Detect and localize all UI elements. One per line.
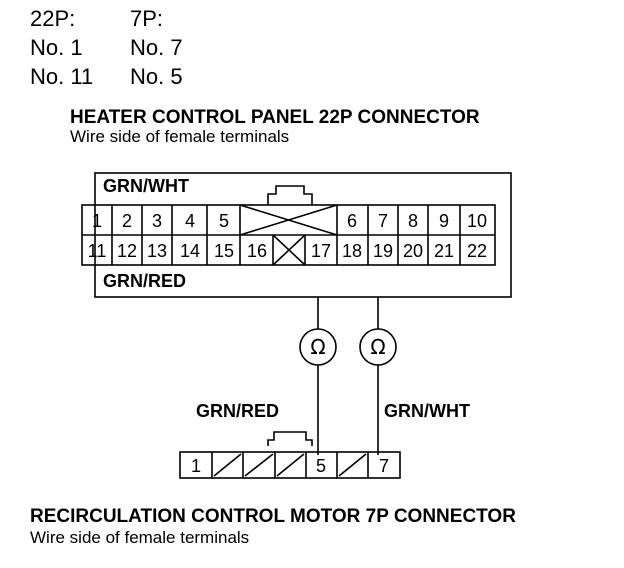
motor-connector-body xyxy=(179,451,401,479)
panel-pin: 16 xyxy=(247,241,267,261)
meter-label-grn-wht: GRN/WHT xyxy=(384,401,470,421)
table-header-22p: 22P: xyxy=(30,6,76,31)
table-cell-22p-row1: No. 1 xyxy=(30,35,83,60)
panel-pin: 13 xyxy=(147,241,167,261)
panel-pin: 14 xyxy=(180,241,200,261)
panel-pin: 1 xyxy=(92,211,102,231)
panel-pin: 4 xyxy=(185,211,195,231)
table-cell-7p-row2: No. 5 xyxy=(130,64,183,89)
panel-pin: 19 xyxy=(373,241,393,261)
panel-pin: 2 xyxy=(122,211,132,231)
meter-label-grn-red: GRN/RED xyxy=(196,401,280,421)
panel-pin: 11 xyxy=(88,241,107,261)
motor-lock-tab xyxy=(267,431,313,446)
panel-pin: 10 xyxy=(467,211,487,231)
panel-pin: 21 xyxy=(434,241,454,261)
panel-connector-subtitle: Wire side of female terminals xyxy=(70,127,290,146)
panel-pin: 7 xyxy=(378,211,388,231)
motor-connector-title: RECIRCULATION CONTROL MOTOR 7P CONNECTOR xyxy=(30,506,516,527)
table-header-7p: 7P: xyxy=(130,6,164,31)
panel-pin: 3 xyxy=(152,211,162,231)
panel-pin: 12 xyxy=(117,241,137,261)
panel-pin: 22 xyxy=(467,241,487,261)
wire-label-grn-red: GRN/RED xyxy=(103,271,187,291)
motor-pin: 1 xyxy=(191,456,201,476)
panel-pin: 9 xyxy=(439,211,449,231)
panel-pin: 20 xyxy=(403,241,423,261)
panel-pin: 18 xyxy=(342,241,362,261)
motor-connector-subtitle: Wire side of female terminals xyxy=(30,528,250,547)
table-cell-7p-row1: No. 7 xyxy=(130,35,183,60)
panel-pin: 6 xyxy=(347,211,357,231)
panel-lock-tab xyxy=(267,185,313,205)
ohmmeter-right-symbol: Ω xyxy=(370,335,385,359)
panel-pin: 15 xyxy=(214,241,234,261)
table-cell-22p-row2: No. 11 xyxy=(30,64,94,89)
ohmmeter-left-symbol: Ω xyxy=(310,335,325,359)
panel-pin: 8 xyxy=(408,211,418,231)
panel-pin: 5 xyxy=(219,211,229,231)
motor-pin: 5 xyxy=(316,456,326,476)
panel-pin: 17 xyxy=(311,241,331,261)
wire-label-grn-wht: GRN/WHT xyxy=(103,176,189,196)
panel-connector-title: HEATER CONTROL PANEL 22P CONNECTOR xyxy=(70,107,480,128)
motor-pin: 7 xyxy=(379,456,389,476)
